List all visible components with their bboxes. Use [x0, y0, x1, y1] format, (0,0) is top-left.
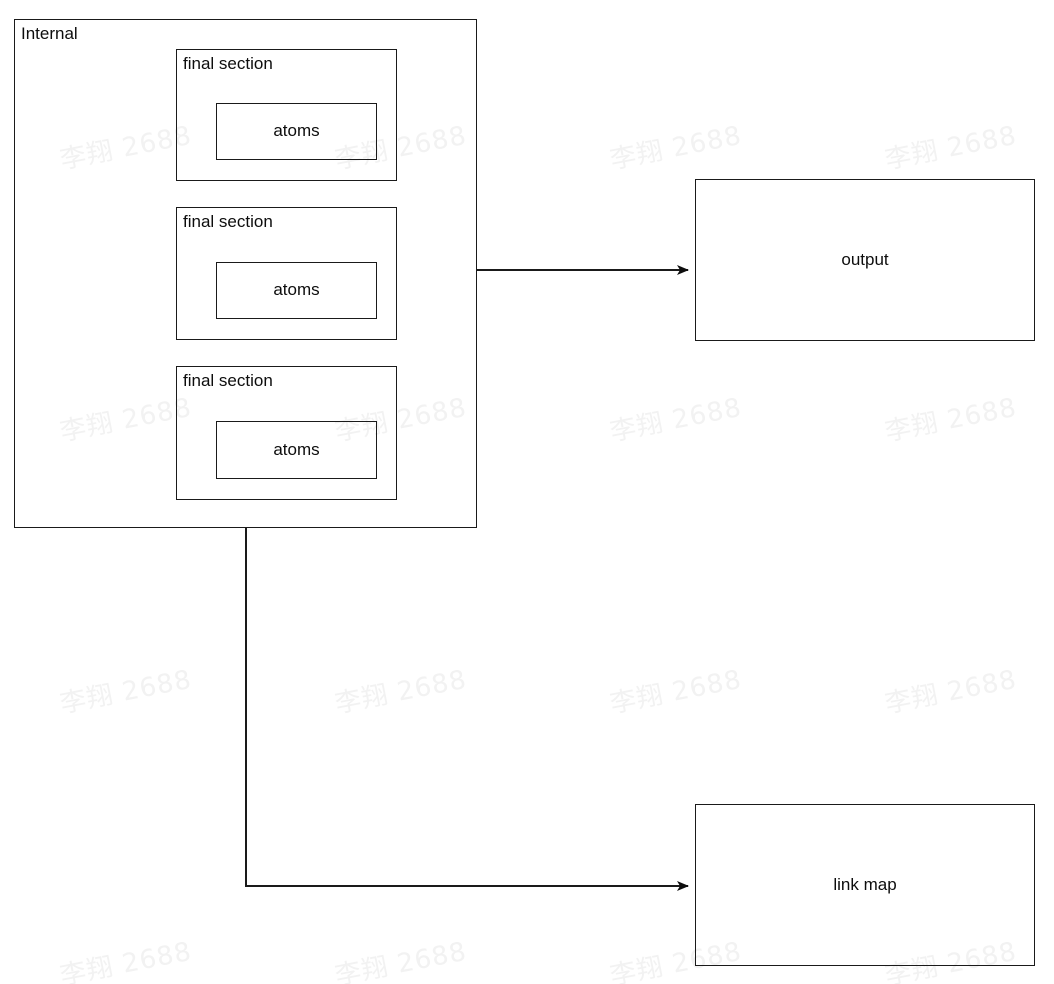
atoms-box-label: atoms [273, 439, 320, 459]
target-box-link-map[interactable]: link map [695, 804, 1035, 966]
atoms-box-label: atoms [273, 280, 320, 300]
section-box-label: final section [183, 54, 273, 73]
container-internal[interactable]: Internal [14, 19, 477, 528]
watermark-text: 李翔 2688 [57, 664, 195, 720]
watermark-text: 李翔 2688 [882, 120, 1020, 176]
atoms-box[interactable]: atoms [216, 103, 377, 160]
watermark-text: 李翔 2688 [607, 120, 745, 176]
target-box-label: output [841, 249, 889, 269]
atoms-box[interactable]: atoms [216, 421, 377, 479]
atoms-box[interactable]: atoms [216, 262, 377, 319]
section-box-label: final section [183, 371, 273, 390]
watermark-text: 李翔 2688 [607, 392, 745, 448]
container-internal-label: Internal [21, 24, 78, 43]
section-box[interactable]: final section [176, 207, 397, 340]
watermark-text: 李翔 2688 [332, 664, 470, 720]
watermark-text: 李翔 2688 [57, 936, 195, 984]
section-box-label: final section [183, 212, 273, 231]
watermark-text: 李翔 2688 [607, 664, 745, 720]
watermark-text: 李翔 2688 [332, 936, 470, 984]
target-box-label: link map [833, 874, 897, 894]
connector-internal-to-linkmap [245, 528, 689, 891]
section-box[interactable]: final section [176, 366, 397, 500]
watermark-text: 李翔 2688 [882, 664, 1020, 720]
atoms-box-label: atoms [273, 121, 320, 141]
target-box-output[interactable]: output [695, 179, 1035, 341]
section-box[interactable]: final section [176, 49, 397, 181]
watermark-text: 李翔 2688 [882, 392, 1020, 448]
